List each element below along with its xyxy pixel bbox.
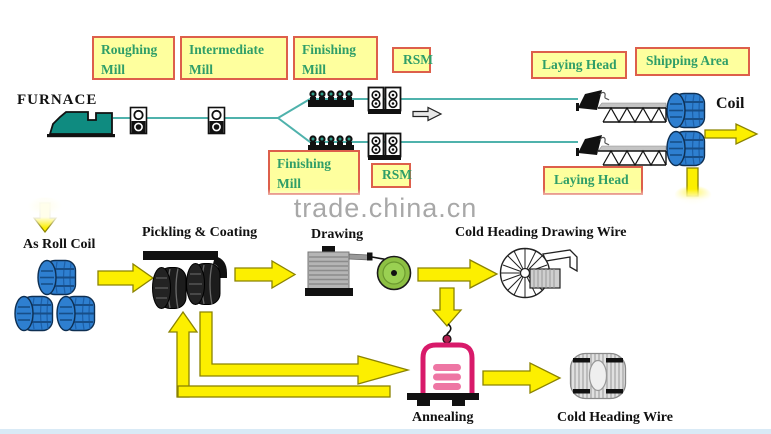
pickling-tank-icon <box>143 251 227 310</box>
conveyor-icon <box>597 102 667 123</box>
to-drawing-arrow <box>234 259 297 290</box>
coil-icon <box>666 130 706 167</box>
conveyor-icon <box>597 145 667 166</box>
label-pickling-coating: Pickling & Coating <box>142 225 258 240</box>
label-finishing-mill-top: Finishing Mill <box>293 36 378 80</box>
drawing-machine-icon <box>305 246 373 296</box>
label-finishing-mill-bottom: Finishing Mill <box>268 150 360 195</box>
pickling-to-annealing-arrow <box>199 311 411 385</box>
rsm-stands-icon <box>367 132 402 161</box>
rsm-stands-icon <box>367 86 402 115</box>
label-laying-head-top: Laying Head <box>531 51 627 79</box>
return-up-arrow <box>167 310 199 398</box>
label-as-roll-coil: As Roll Coil <box>23 237 96 252</box>
label-rsm-bottom: RSM <box>371 163 412 188</box>
to-wire-coil-arrow <box>482 361 562 395</box>
flow-direction-arrow-icon <box>412 106 443 122</box>
label-coil: Coil <box>716 95 745 112</box>
watermark-band: trade.china.cn <box>0 189 771 228</box>
label-annealing: Annealing <box>412 410 474 425</box>
coil-icon <box>56 295 96 332</box>
label-rsm-top: RSM <box>392 47 433 73</box>
to-pickling-arrow <box>97 262 155 294</box>
coil-icon <box>37 259 77 296</box>
return-bar <box>177 385 391 398</box>
furnace-icon <box>47 111 115 138</box>
roll-stand-icon <box>207 106 226 135</box>
label-cold-heading-drawing-wire: Cold Heading Drawing Wire <box>455 225 627 240</box>
label-roughing-mill: Roughing Mill <box>92 36 175 80</box>
coil-icon <box>666 92 706 129</box>
bottom-edge-strip <box>0 429 771 434</box>
to-spool-arrow <box>417 258 499 290</box>
coil-out-arrow <box>704 122 759 146</box>
spool-icon <box>499 247 578 299</box>
coil-icon <box>14 295 54 332</box>
label-intermediate-mill: Intermediate Mill <box>180 36 288 80</box>
annealing-furnace-icon <box>407 323 479 406</box>
watermark-text: trade.china.cn <box>293 193 478 223</box>
laying-head-icon <box>575 134 610 157</box>
finishing-mill-icon <box>308 90 354 107</box>
label-shipping-area: Shipping Area <box>635 47 750 76</box>
capstan-wheel-icon <box>376 255 412 291</box>
to-annealing-arrow <box>431 287 463 327</box>
label-drawing: Drawing <box>311 227 364 242</box>
wire-coil-icon <box>569 352 627 400</box>
label-cold-heading-wire: Cold Heading Wire <box>557 410 673 425</box>
roll-stand-icon <box>129 106 148 135</box>
label-furnace: FURNACE <box>17 92 98 108</box>
